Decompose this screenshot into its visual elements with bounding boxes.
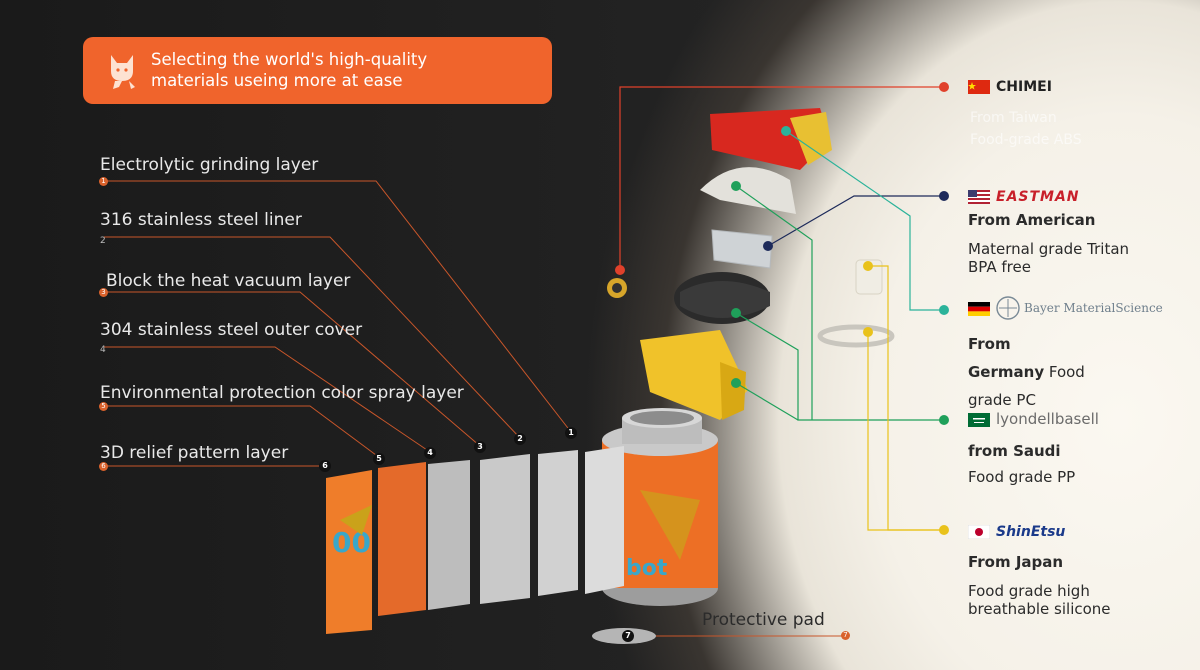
lyondell-origin: from Saudi — [968, 442, 1061, 460]
layer-num-2: 2 — [100, 236, 106, 246]
lid-parts — [607, 108, 895, 420]
layer-marker-3: 3 — [474, 441, 486, 453]
lyondell-material: Food grade PP — [968, 468, 1076, 486]
layer-num-5: 5 — [99, 402, 108, 411]
bayer-country: Germany — [968, 363, 1045, 381]
saudi-flag-icon — [968, 413, 990, 427]
eastman-bpa: BPA free — [968, 258, 1031, 276]
shinetsu-origin: From Japan — [968, 553, 1064, 571]
layer-num-3: 3 — [99, 288, 108, 297]
lyondellbasell-brand: lyondellbasell — [996, 410, 1099, 428]
bayer-origin-2: Germany Food — [968, 363, 1085, 382]
bayer-material: grade PC — [968, 391, 1036, 409]
svg-text:bot: bot — [626, 556, 668, 581]
layer-marker-6: 6 — [319, 460, 331, 472]
banner: Selecting the world's high-quality mater… — [83, 37, 552, 104]
bayer-brand: Bayer MaterialScience — [1024, 301, 1163, 315]
layer-marker-5: 5 — [373, 453, 385, 465]
shinetsu-material-2: breathable silicone — [968, 600, 1111, 618]
protective-pad-label: Protective pad — [702, 610, 825, 630]
layer-label-3: Block the heat vacuum layer — [106, 271, 351, 291]
layer-marker-4: 4 — [424, 447, 436, 459]
pad-num: 7 — [841, 631, 850, 640]
banner-text: Selecting the world's high-quality mater… — [151, 49, 427, 91]
bayer-cross-icon — [996, 296, 1020, 320]
layer-label-1: Electrolytic grinding layer — [100, 155, 319, 175]
shinetsu-material-1: Food grade high — [968, 582, 1090, 600]
svg-text:00: 00 — [332, 526, 371, 559]
layer-label-2: 316 stainless steel liner — [100, 210, 302, 230]
eastman-origin: From American — [968, 211, 1096, 229]
layer-label-4: 304 stainless steel outer cover — [100, 320, 363, 340]
pad-marker: 7 — [622, 630, 634, 642]
layer-label-5: Environmental protection color spray lay… — [100, 383, 464, 403]
usa-flag-icon — [968, 190, 990, 204]
layer-num-6: 6 — [99, 462, 108, 471]
cat-mascot-icon — [111, 55, 135, 89]
bayer-food: Food — [1044, 363, 1085, 381]
eastman-material: Maternal grade Tritan — [968, 240, 1130, 258]
banner-line-2: materials useing more at ease — [151, 71, 403, 90]
layer-marker-2: 2 — [514, 433, 526, 445]
banner-line-1: Selecting the world's high-quality — [151, 50, 428, 69]
chimei-material: Food-grade ABS — [970, 132, 1082, 148]
germany-flag-icon — [968, 302, 990, 316]
china-flag-icon — [968, 80, 990, 94]
chimei-origin: From Taiwan — [970, 110, 1057, 126]
chimei-brand: CHIMEI — [996, 79, 1052, 95]
layer-num-4: 4 — [100, 345, 106, 355]
cup-illustration: bot — [592, 408, 718, 644]
layer-marker-1: 1 — [565, 427, 577, 439]
eastman-brand: EASTMAN — [996, 189, 1080, 205]
layer-label-6: 3D relief pattern layer — [100, 443, 289, 463]
layer-sheets: 00 — [326, 446, 624, 634]
layer-num-1: 1 — [99, 177, 108, 186]
bayer-origin-1: From — [968, 335, 1011, 353]
shinetsu-brand: ShinEtsu — [996, 524, 1066, 540]
japan-flag-icon — [968, 525, 990, 539]
